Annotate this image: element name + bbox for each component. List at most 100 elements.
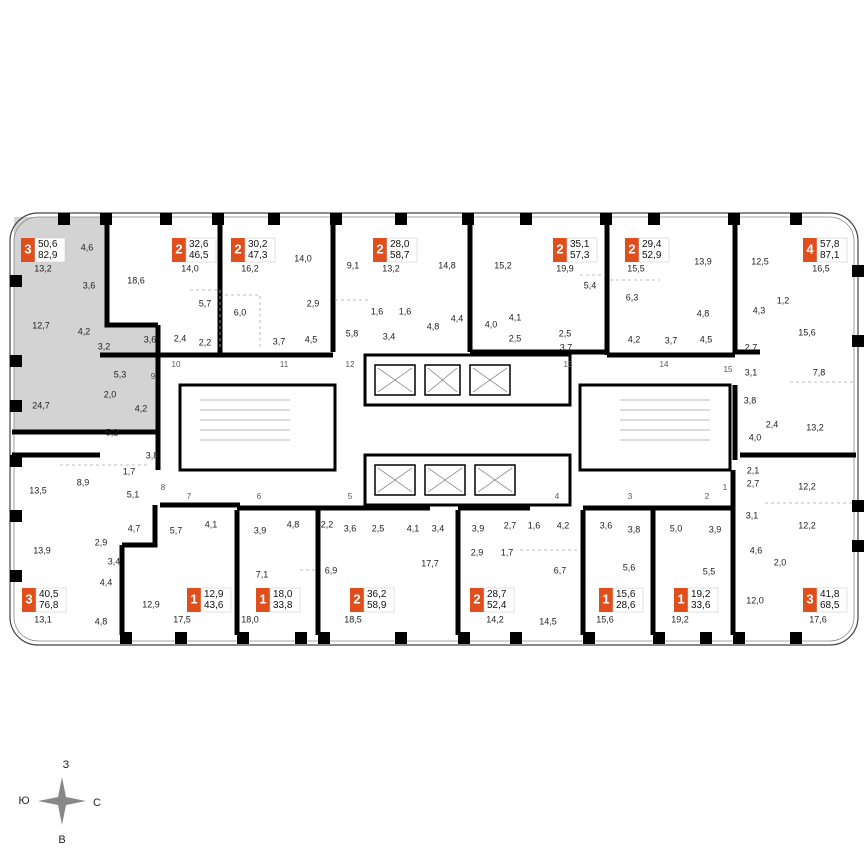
pillar	[100, 213, 112, 225]
pillar	[462, 213, 474, 225]
room-area-label: 2,5	[509, 333, 522, 343]
room-area-label: 7,8	[813, 367, 826, 377]
room-area-label: 4,1	[407, 523, 420, 533]
living-area: 40,5	[39, 589, 59, 600]
pillar	[330, 213, 342, 225]
room-area-label: 3,6	[344, 523, 357, 533]
room-area-label: 18,6	[127, 275, 145, 285]
living-area: 15,6	[616, 589, 636, 600]
room-area-label: 17,5	[173, 614, 191, 624]
room-area-label: 3,4	[108, 556, 121, 566]
entrance-number: 9	[151, 372, 156, 381]
pillar	[583, 632, 595, 644]
room-area-label: 5,5	[703, 566, 716, 576]
room-count-box	[373, 238, 387, 262]
room-area-label: 3,6	[83, 280, 96, 290]
room-area-label: 3,7	[665, 335, 678, 345]
room-area-label: 13,9	[694, 256, 712, 266]
area-box	[200, 587, 232, 613]
room-area-label: 13,1	[34, 614, 52, 624]
room-area-label: 3,2	[98, 341, 111, 351]
living-area: 36,2	[367, 589, 387, 600]
total-area: 33,8	[273, 600, 293, 611]
room-area-label: 1,6	[371, 306, 384, 316]
room-count: 2	[175, 241, 182, 256]
compass-east: С	[93, 797, 101, 809]
room-area-label: 12,7	[32, 320, 50, 330]
room-count-box	[256, 588, 270, 612]
area-box	[638, 237, 670, 263]
room-area-label: 12,9	[142, 599, 160, 609]
room-count: 3	[806, 591, 813, 606]
room-area-label: 3,9	[709, 524, 722, 534]
apartment-badge[interactable]: 1 18,033,8	[256, 587, 301, 613]
pillar	[10, 510, 22, 522]
entrance-number: 15	[724, 365, 733, 374]
room-count: 2	[353, 591, 360, 606]
room-area-label: 12,2	[798, 520, 816, 530]
pillar	[10, 455, 22, 467]
pillar	[268, 213, 280, 225]
room-area-label: 3,8	[744, 395, 757, 405]
room-area-label: 13,2	[34, 263, 52, 273]
pillar	[295, 632, 307, 644]
area-box	[363, 587, 395, 613]
pillar	[160, 213, 172, 225]
room-area-label: 12,0	[746, 595, 764, 605]
room-area-label: 3,9	[472, 523, 485, 533]
room-area-label: 14,2	[486, 614, 504, 624]
room-count: 1	[602, 591, 609, 606]
room-area-label: 3,7	[560, 342, 573, 352]
room-area-label: 13,9	[33, 545, 51, 555]
total-area: 33,6	[691, 600, 711, 611]
room-area-label: 18,5	[344, 614, 362, 624]
room-area-label: 2,7	[747, 478, 760, 488]
pillar	[395, 632, 407, 644]
room-area-label: 2,1	[747, 465, 760, 475]
room-count: 2	[628, 241, 635, 256]
room-area-label: 2,9	[307, 298, 320, 308]
room-area-label: 3,8	[146, 450, 159, 460]
pillar	[318, 632, 330, 644]
room-count-box	[470, 588, 484, 612]
highlighted-apartment	[14, 217, 156, 432]
room-count: 1	[259, 591, 266, 606]
living-area: 18,0	[273, 589, 293, 600]
pillar	[395, 213, 407, 225]
entrance-number: 7	[187, 492, 192, 501]
room-count-box	[231, 238, 245, 262]
room-area-label: 1,6	[528, 520, 541, 530]
pillar	[120, 632, 132, 644]
total-area: 52,9	[642, 250, 662, 261]
room-count: 3	[25, 591, 32, 606]
room-area-label: 4,8	[287, 519, 300, 529]
pillar	[852, 265, 864, 277]
room-area-label: 16,5	[812, 263, 830, 273]
entrance-number: 10	[172, 360, 181, 369]
room-count-box	[21, 238, 35, 262]
entrance-number: 12	[346, 360, 355, 369]
area-box	[269, 587, 301, 613]
room-area-label: 4,8	[427, 321, 440, 331]
living-area: 35,1	[570, 239, 590, 250]
room-area-label: 24,7	[32, 400, 50, 410]
living-area: 19,2	[691, 589, 711, 600]
pillar	[10, 355, 22, 367]
total-area: 87,1	[820, 250, 840, 261]
